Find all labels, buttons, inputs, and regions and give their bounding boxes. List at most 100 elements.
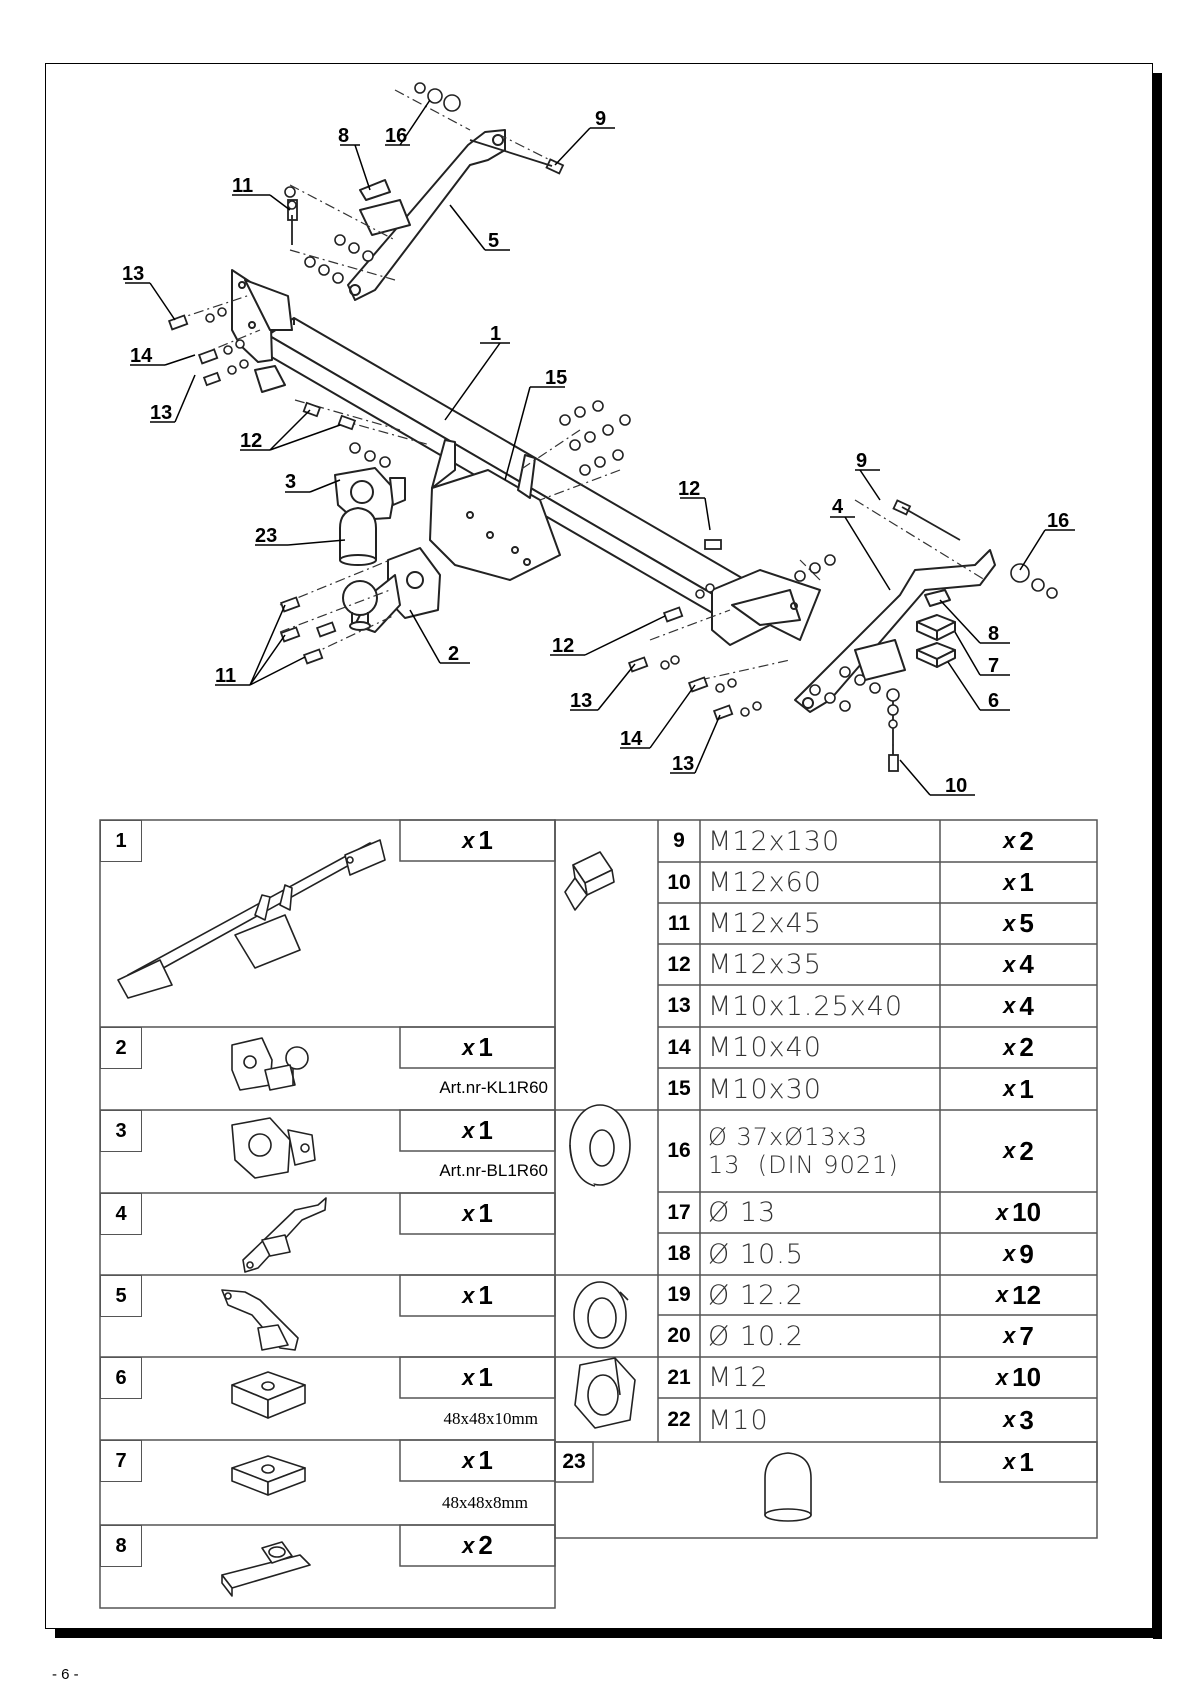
callout-label: 10 — [945, 775, 967, 797]
part-number: 7 — [100, 1440, 142, 1482]
callout-label: 3 — [285, 471, 296, 493]
fastener-spec: Ø 12.2 — [708, 1279, 804, 1311]
fastener-number: 18 — [667, 1242, 691, 1265]
callout-label: 12 — [552, 635, 574, 657]
callout-label: 9 — [856, 450, 867, 472]
callout-label: 8 — [338, 125, 349, 147]
dimensions: 48x48x8mm — [442, 1493, 528, 1512]
callout-label: 14 — [130, 345, 153, 367]
fastener-spec: M12x60 — [708, 867, 822, 898]
fastener-number: 23 — [562, 1450, 586, 1473]
callout-label: 5 — [488, 230, 499, 252]
callout-label: 8 — [988, 623, 999, 645]
fastener-number: 22 — [667, 1408, 691, 1431]
spacer-7-thumbnail — [231, 1455, 306, 1496]
flat-washer-icon — [569, 1104, 631, 1187]
part-number: 2 — [100, 1027, 142, 1069]
part-number: 8 — [100, 1525, 142, 1567]
fastener-number: 13 — [667, 994, 691, 1017]
dimensions: 48x48x10mm — [443, 1409, 538, 1428]
fastener-number: 16 — [667, 1139, 691, 1162]
part-number: 4 — [100, 1193, 142, 1235]
callout-label: 13 — [150, 402, 172, 424]
crossbar-thumbnail — [117, 839, 386, 999]
spacer-plates — [916, 589, 956, 668]
fastener-number: 10 — [667, 870, 691, 894]
arm-5-thumbnail — [221, 1289, 299, 1351]
article-number: Art.nr-KL1R60 — [439, 1078, 548, 1097]
arm-4-thumbnail — [242, 1197, 327, 1273]
callout-label: 11 — [232, 175, 253, 197]
fastener-number: 17 — [667, 1200, 691, 1224]
fastener-number: 12 — [667, 952, 691, 976]
hex-nut-icon — [574, 1357, 636, 1429]
callout-label: 7 — [988, 655, 999, 677]
part-number: 1 — [100, 820, 142, 862]
fastener-spec: M12x45 — [708, 908, 822, 939]
fastener-number: 9 — [673, 829, 685, 852]
fastener-spec: M10x40 — [708, 1032, 822, 1063]
callout-label: 13 — [570, 690, 592, 712]
fastener-spec: M12x130 — [708, 825, 841, 857]
spring-washer-icon — [573, 1281, 629, 1349]
bolt-icon — [564, 851, 615, 911]
fastener-number: 19 — [667, 1283, 691, 1306]
spacer-6-thumbnail — [231, 1371, 306, 1419]
callout-label: 11 — [215, 665, 236, 687]
fastener-spec: M12 — [708, 1362, 769, 1393]
tow-ball-part-2 — [342, 547, 441, 633]
callout-label: 12 — [678, 478, 700, 500]
callout-label: 6 — [988, 690, 999, 712]
page-number: - 6 - — [52, 1666, 79, 1683]
frame-shadow — [55, 1629, 1162, 1638]
exploded-assembly-diagram: 1 2 3 4 5 6 7 8 8 9 9 10 11 11 12 12 12 … — [122, 82, 1075, 797]
callout-label: 1 — [490, 323, 501, 345]
callout-label: 14 — [620, 728, 643, 750]
part-number: 6 — [100, 1357, 142, 1399]
fastener-spec: Ø 13 — [708, 1197, 777, 1228]
fastener-spec: Ø 10.2 — [708, 1320, 804, 1352]
fastener-spec: M10x1.25x40 — [708, 990, 904, 1022]
callout-label: 23 — [255, 525, 277, 547]
fastener-spec: M12x35 — [708, 949, 822, 980]
callout-label: 4 — [832, 496, 844, 518]
part-number: 5 — [100, 1275, 142, 1317]
fastener-spec: M10x30 — [708, 1073, 822, 1105]
frame-shadow — [1153, 73, 1162, 1639]
side-arm-part-5 — [347, 129, 506, 301]
fastener-number: 20 — [667, 1324, 691, 1347]
crossbar-part — [231, 269, 821, 646]
fastener-spec: Ø 10.5 — [708, 1238, 804, 1270]
fastener-number: 14 — [667, 1035, 691, 1059]
fastener-spec: M10 — [708, 1404, 769, 1436]
tow-ball-cover-part-23 — [339, 507, 377, 566]
callout-label: 16 — [1047, 510, 1069, 532]
callout-label: 15 — [545, 367, 567, 389]
fastener-spec-line: 13 (DIN 9021) — [708, 1151, 899, 1179]
